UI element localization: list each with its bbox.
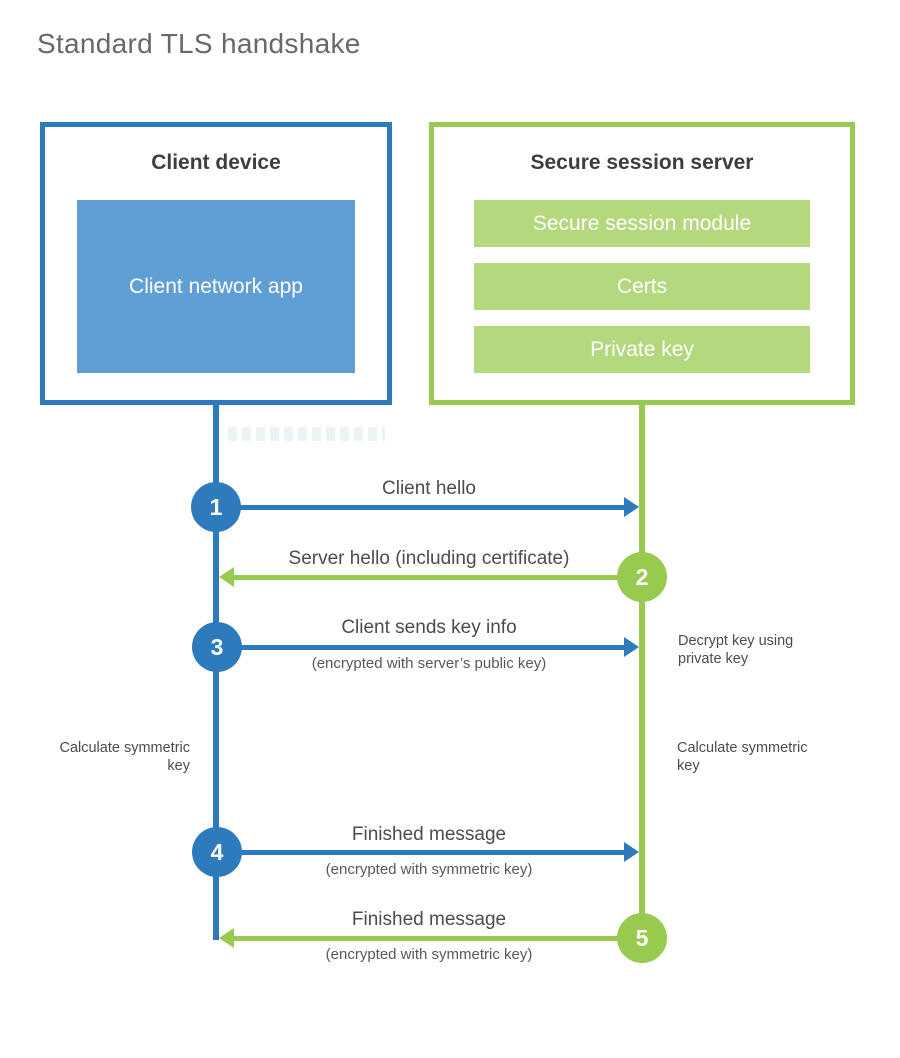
message-sublabel-3: (encrypted with server’s public key) <box>311 655 547 672</box>
server-module-label: Certs <box>616 274 668 298</box>
step-circle-4: 4 <box>192 827 242 877</box>
note-calculate-symmetric-key-server: Calculate symmetric key <box>677 740 808 775</box>
message-label-2: Server hello (including certificate) <box>288 548 570 569</box>
arrow-shaft <box>217 644 626 650</box>
page-title: Standard TLS handshake <box>37 28 361 59</box>
ghost-artifact <box>228 427 385 441</box>
message-arrow-5 <box>219 928 642 948</box>
note-calculate-symmetric-key-client: Calculate symmetric key <box>59 740 190 775</box>
server-title: Secure session server <box>530 151 754 174</box>
message-arrow-1 <box>216 497 639 517</box>
message-sublabel-5: (encrypted with symmetric key) <box>325 946 533 963</box>
server-module-label: Secure session module <box>532 211 752 235</box>
message-label-4: Finished message <box>351 824 507 845</box>
client-device-box: Client device Client network app <box>40 122 392 405</box>
message-arrow-4 <box>217 842 639 862</box>
step-circle-1: 1 <box>191 482 241 532</box>
server-module-certs: Certs <box>474 263 810 310</box>
arrowhead-left-icon <box>219 928 234 948</box>
server-module-label: Private key <box>590 337 694 361</box>
message-arrow-3 <box>217 637 639 657</box>
arrowhead-left-icon <box>219 567 234 587</box>
client-network-app-box: Client network app <box>77 200 355 373</box>
arrowhead-right-icon <box>624 497 639 517</box>
arrow-shaft <box>232 574 642 580</box>
message-label-3: Client sends key info <box>341 617 517 638</box>
step-circle-2: 2 <box>617 552 667 602</box>
arrow-shaft <box>217 849 626 855</box>
arrow-shaft <box>216 504 626 510</box>
step-circle-5: 5 <box>617 913 667 963</box>
message-label-1: Client hello <box>382 478 476 499</box>
client-network-app-label: Client network app <box>129 274 303 298</box>
note-decrypt-key: Decrypt key using private key <box>678 633 794 668</box>
message-arrow-2 <box>219 567 642 587</box>
step-circle-3: 3 <box>192 622 242 672</box>
server-module-private-key: Private key <box>474 326 810 373</box>
arrow-shaft <box>232 935 642 941</box>
server-module-secure-session: Secure session module <box>474 200 810 247</box>
client-device-title: Client device <box>151 151 281 174</box>
message-sublabel-4: (encrypted with symmetric key) <box>325 861 533 878</box>
message-label-5: Finished message <box>351 909 507 930</box>
server-box: Secure session server Secure session mod… <box>429 122 855 405</box>
arrowhead-right-icon <box>624 637 639 657</box>
server-lifeline <box>639 400 645 963</box>
arrowhead-right-icon <box>624 842 639 862</box>
